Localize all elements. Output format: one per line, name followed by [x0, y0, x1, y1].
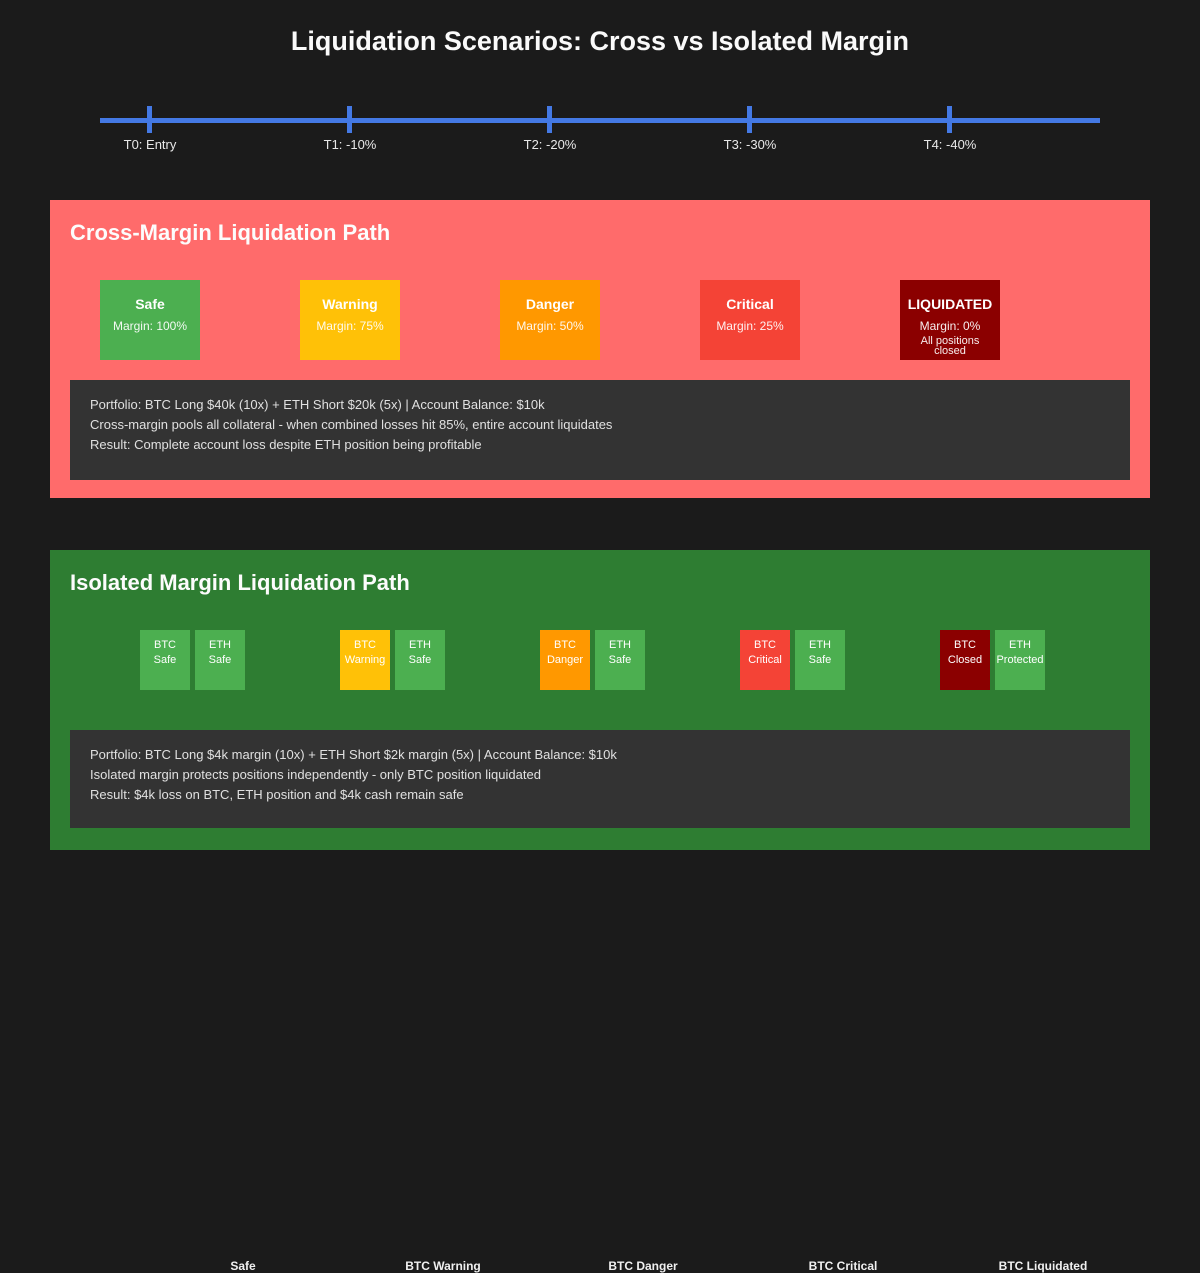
btc-position-box: BTC Closed [940, 630, 990, 690]
stage-margin: Margin: 100% [112, 319, 188, 333]
info-line-result: Result: $4k loss on BTC, ETH position an… [90, 787, 464, 802]
timeline-label-t0: T0: Entry [123, 137, 177, 152]
stage-name: Warning [322, 296, 378, 312]
stage-margin: Margin: 75% [316, 319, 384, 333]
info-line-mechanism: Isolated margin protects positions indep… [90, 767, 541, 782]
isolated-margin-panel: Isolated Margin Liquidation Path BTC Saf… [50, 550, 1150, 1273]
stage-margin: Margin: 50% [516, 319, 584, 333]
cross-stage-liquidated: LIQUIDATED Margin: 0% All positions clos… [900, 280, 1000, 360]
isolated-stage-btc-liquidated: BTC Closed ETH Protected [940, 630, 1045, 690]
eth-position-box: ETH Safe [795, 630, 845, 690]
cross-stage-safe: Safe Margin: 100% [100, 280, 200, 360]
cross-stage-critical: Critical Margin: 25% [700, 280, 800, 360]
timeline-label-t1: T1: -10% [323, 137, 377, 152]
info-line-portfolio: Portfolio: BTC Long $4k margin (10x) + E… [90, 747, 617, 762]
timeline-tick-t4 [947, 106, 952, 133]
isolated-stage-label: BTC Danger [608, 1259, 678, 1273]
timeline-tick-t0 [147, 106, 152, 133]
stage-name: Danger [525, 296, 575, 312]
isolated-margin-info-box: Portfolio: BTC Long $4k margin (10x) + E… [70, 730, 1130, 828]
timeline-tick-t1 [347, 106, 352, 133]
stage-name: LIQUIDATED [907, 296, 993, 312]
btc-position-box: BTC Danger [540, 630, 590, 690]
cross-stage-danger: Danger Margin: 50% [500, 280, 600, 360]
stage-extra-note: All positions closed [920, 335, 980, 357]
isolated-stage-btc-critical: BTC Critical ETH Safe [740, 630, 845, 690]
isolated-margin-panel-title: Isolated Margin Liquidation Path [70, 570, 410, 595]
timeline-label-t3: T3: -30% [723, 137, 777, 152]
timeline-label-t2: T2: -20% [523, 137, 577, 152]
timeline-tick-t3 [747, 106, 752, 133]
btc-position-box: BTC Critical [740, 630, 790, 690]
stage-margin: Margin: 0% [919, 319, 981, 333]
isolated-stage-btc-danger: BTC Danger ETH Safe [540, 630, 645, 690]
info-line-result: Result: Complete account loss despite ET… [90, 437, 482, 452]
cross-margin-panel-title: Cross-Margin Liquidation Path [70, 220, 391, 245]
eth-position-box: ETH Safe [595, 630, 645, 690]
isolated-stage-label: BTC Warning [405, 1259, 481, 1273]
timeline-tick-t2 [547, 106, 552, 133]
btc-position-box: BTC Warning [340, 630, 390, 690]
isolated-stage-safe: BTC Safe ETH Safe [140, 630, 245, 690]
stage-margin: Margin: 25% [716, 319, 784, 333]
isolated-stage-btc-warning: BTC Warning ETH Safe [340, 630, 445, 690]
eth-position-box: ETH Safe [195, 630, 245, 690]
info-line-mechanism: Cross-margin pools all collateral - when… [90, 417, 613, 432]
cross-margin-info-box: Portfolio: BTC Long $40k (10x) + ETH Sho… [70, 380, 1130, 480]
stage-name: Critical [726, 296, 774, 312]
stage-name: Safe [135, 296, 165, 312]
timeline-label-t4: T4: -40% [923, 137, 977, 152]
eth-position-box: ETH Protected [995, 630, 1045, 690]
page-title: Liquidation Scenarios: Cross vs Isolated… [290, 26, 910, 56]
cross-stage-warning: Warning Margin: 75% [300, 280, 400, 360]
info-line-portfolio: Portfolio: BTC Long $40k (10x) + ETH Sho… [90, 397, 545, 412]
cross-margin-panel: Cross-Margin Liquidation Path Safe Margi… [50, 200, 1150, 498]
timeline-axis [100, 118, 1100, 123]
isolated-stage-label: BTC Critical [808, 1259, 878, 1273]
eth-position-box: ETH Safe [395, 630, 445, 690]
isolated-stage-label: BTC Liquidated [998, 1259, 1088, 1273]
btc-position-box: BTC Safe [140, 630, 190, 690]
isolated-stage-label: Safe [230, 1259, 256, 1273]
